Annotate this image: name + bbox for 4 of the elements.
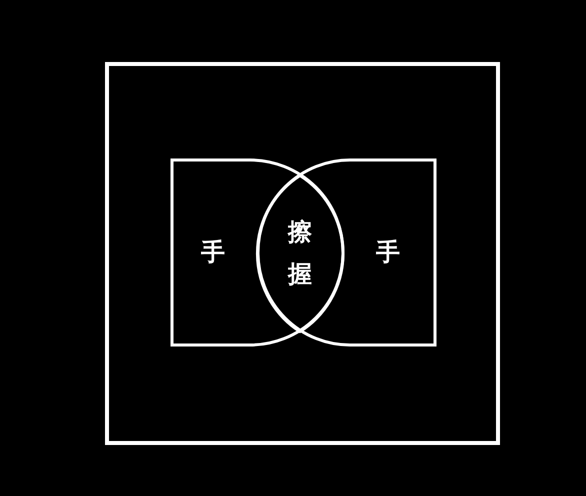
character-label: 擦握 [288, 216, 312, 290]
square-frame [105, 62, 500, 445]
character-label: 手 [200, 237, 226, 268]
character-label: 手 [375, 237, 401, 268]
